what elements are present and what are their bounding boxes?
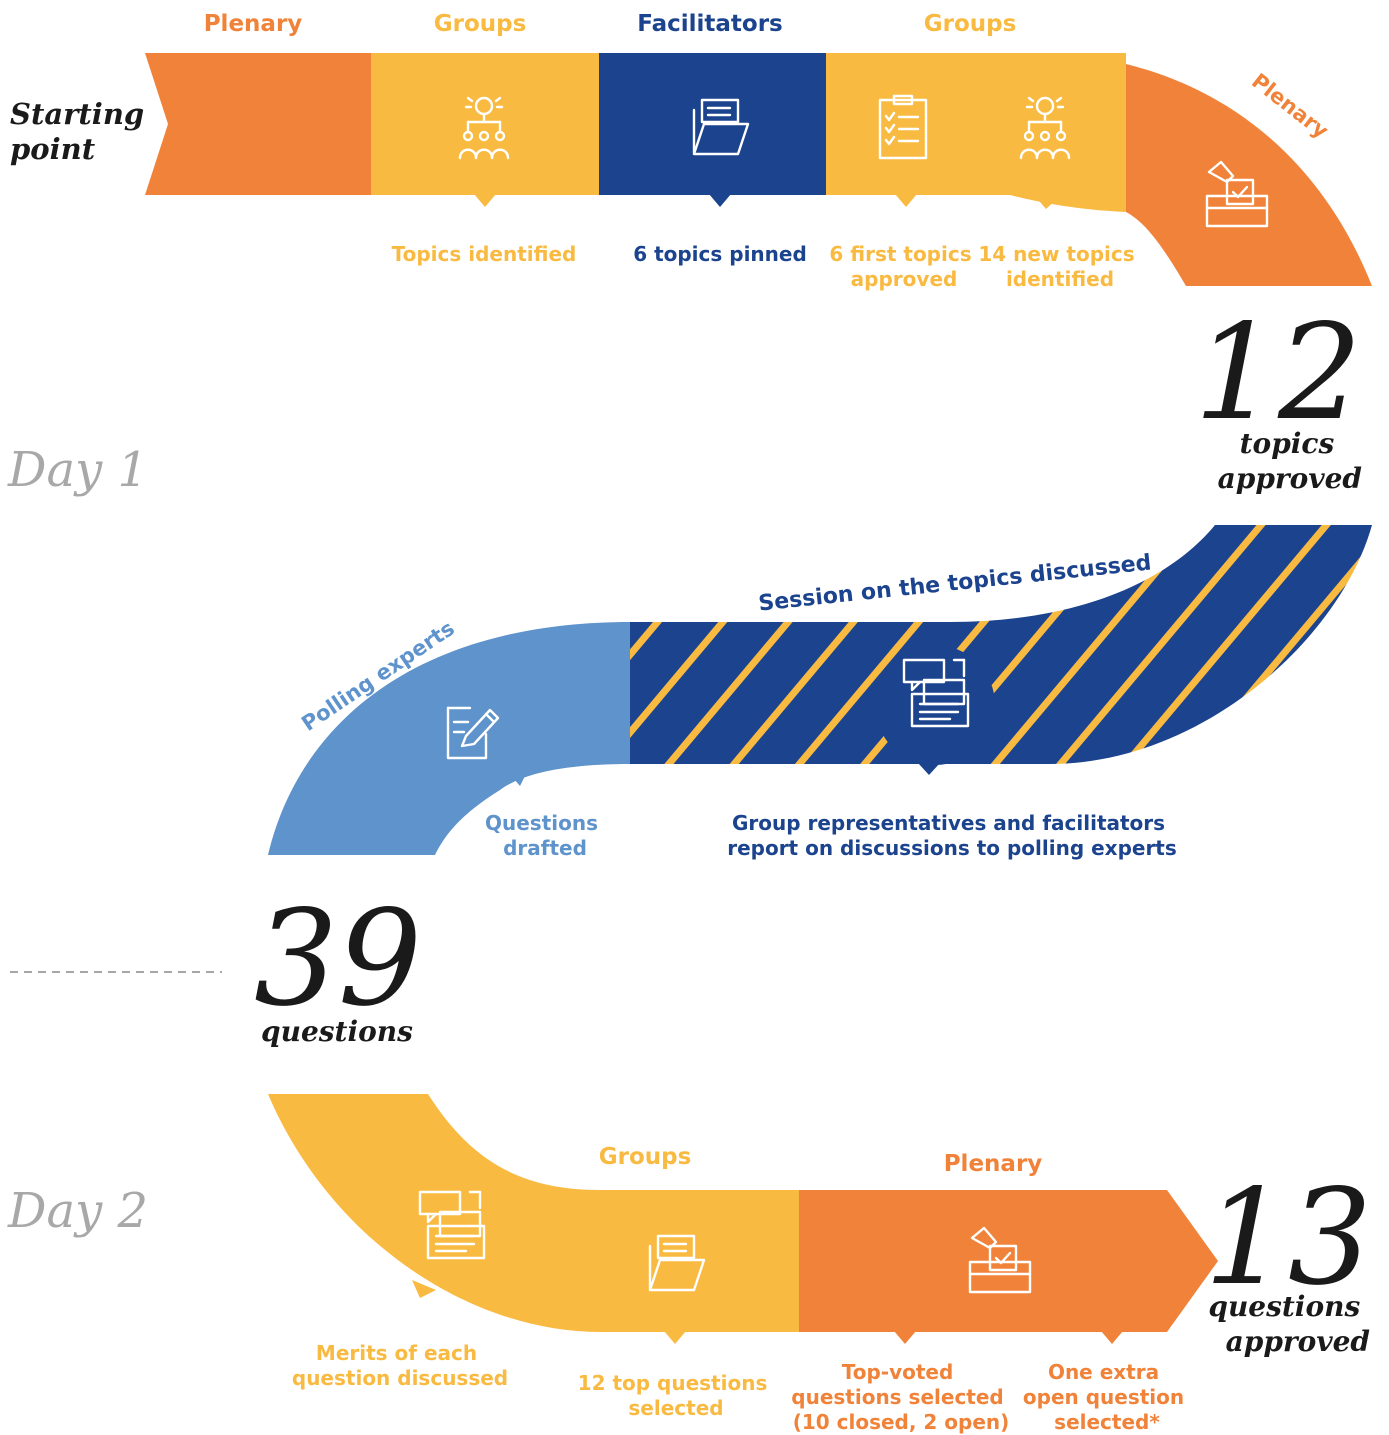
note-first-topics-approved: 6 first topics approved xyxy=(829,242,978,291)
note-questions-drafted-line-2: drafted xyxy=(503,836,587,860)
discussion-documents-icon xyxy=(418,1190,486,1260)
result-13-text-line-1: questions xyxy=(1208,1290,1360,1323)
note-topics-pinned: 6 topics pinned xyxy=(633,242,807,266)
day1-groups-pointer xyxy=(474,194,496,207)
result-12-text-line-1: topics xyxy=(1240,427,1335,460)
starting-point-label: Starting point xyxy=(10,97,154,166)
ballot-box-icon xyxy=(1205,160,1269,228)
idea-group-icon xyxy=(1019,96,1071,160)
note-questions-drafted-line-1: Questions xyxy=(485,811,598,835)
note-extra-line-2: open question xyxy=(1023,1385,1184,1409)
day1-header-plenary: Plenary xyxy=(204,11,303,37)
note-top-questions: 12 top questions selected xyxy=(578,1371,775,1420)
day1-band xyxy=(145,53,1372,286)
day1-label: Day 1 xyxy=(7,442,148,498)
note-topics-identified: Topics identified xyxy=(392,242,577,266)
result-39-number: 39 xyxy=(254,882,422,1036)
note-first-topics-line-2: approved xyxy=(851,267,958,291)
ballot-box-icon xyxy=(968,1226,1032,1294)
result-12-text: topics approved xyxy=(1218,427,1362,495)
note-merits-line-2: question discussed xyxy=(292,1366,508,1390)
note-report-line-2: report on discussions to polling experts xyxy=(727,836,1177,860)
polling-experts-pointer xyxy=(508,770,528,786)
note-top-voted: Top-voted questions selected (10 closed,… xyxy=(791,1360,1010,1434)
day1-plenary-start-segment xyxy=(145,53,372,195)
day2-plenary-pointer-b xyxy=(1101,1331,1123,1344)
edit-document-icon xyxy=(446,706,500,760)
note-top-questions-line-2: selected xyxy=(628,1396,723,1420)
note-questions-drafted: Questions drafted xyxy=(485,811,605,860)
day2-header-groups: Groups xyxy=(599,1144,692,1170)
day1-plenary-curve-segment xyxy=(1126,64,1372,286)
day1-header-facilitators: Facilitators xyxy=(637,11,783,37)
result-13-text: questions approved xyxy=(1208,1290,1370,1358)
checklist-icon xyxy=(878,94,928,160)
day2-header-plenary: Plenary xyxy=(944,1151,1043,1177)
result-12-text-line-2: approved xyxy=(1218,462,1362,495)
note-first-topics-line-1: 6 first topics xyxy=(829,242,971,266)
note-report-line-1: Group representatives and facilitators xyxy=(732,811,1165,835)
day1-groups-segment xyxy=(371,53,600,195)
starting-point-line-2: point xyxy=(10,132,96,166)
day1-facilitators-pointer xyxy=(709,194,731,207)
day1-header-groups: Groups xyxy=(434,11,527,37)
day2-plenary-pointer-a xyxy=(894,1331,916,1344)
result-39-text: questions xyxy=(261,1015,413,1048)
note-top-questions-line-1: 12 top questions xyxy=(578,1371,768,1395)
folder-documents-icon xyxy=(648,1234,706,1292)
day2-groups-pointer-a xyxy=(412,1280,436,1298)
folder-documents-icon xyxy=(692,98,750,156)
note-top-voted-line-2: questions selected xyxy=(791,1385,1003,1409)
note-report: Group representatives and facilitators r… xyxy=(727,811,1177,860)
note-top-voted-line-1: Top-voted xyxy=(842,1360,954,1384)
note-extra-line-3: selected* xyxy=(1054,1410,1160,1434)
note-top-voted-line-3: (10 closed, 2 open) xyxy=(793,1410,1010,1434)
starting-point-line-1: Starting xyxy=(10,97,144,131)
discussion-documents-icon xyxy=(902,658,970,728)
session-segment xyxy=(630,525,1372,764)
session-pointer xyxy=(918,763,940,775)
note-new-topics-line-2: identified xyxy=(1006,267,1114,291)
note-new-topics-line-1: 14 new topics xyxy=(978,242,1134,266)
day1-groups2-pointer-a xyxy=(895,194,917,207)
note-extra-line-1: One extra xyxy=(1048,1360,1159,1384)
note-merits: Merits of each question discussed xyxy=(292,1341,508,1390)
result-13-text-line-2: approved xyxy=(1226,1325,1370,1358)
note-extra-question: One extra open question selected* xyxy=(1023,1360,1191,1434)
day1-groups2-pointer-b xyxy=(1035,196,1057,209)
day2-label: Day 2 xyxy=(7,1183,148,1239)
note-new-topics-identified: 14 new topics identified xyxy=(978,242,1141,291)
day2-groups-segment xyxy=(268,1094,800,1332)
note-merits-line-1: Merits of each xyxy=(316,1341,477,1365)
day1-groups2-segment xyxy=(826,53,1126,212)
day2-groups-pointer-b xyxy=(664,1331,686,1344)
result-12-number: 12 xyxy=(1194,296,1362,450)
idea-group-icon xyxy=(458,96,510,160)
day1-header-groups-2: Groups xyxy=(924,11,1017,37)
result-13-number: 13 xyxy=(1204,1161,1372,1315)
